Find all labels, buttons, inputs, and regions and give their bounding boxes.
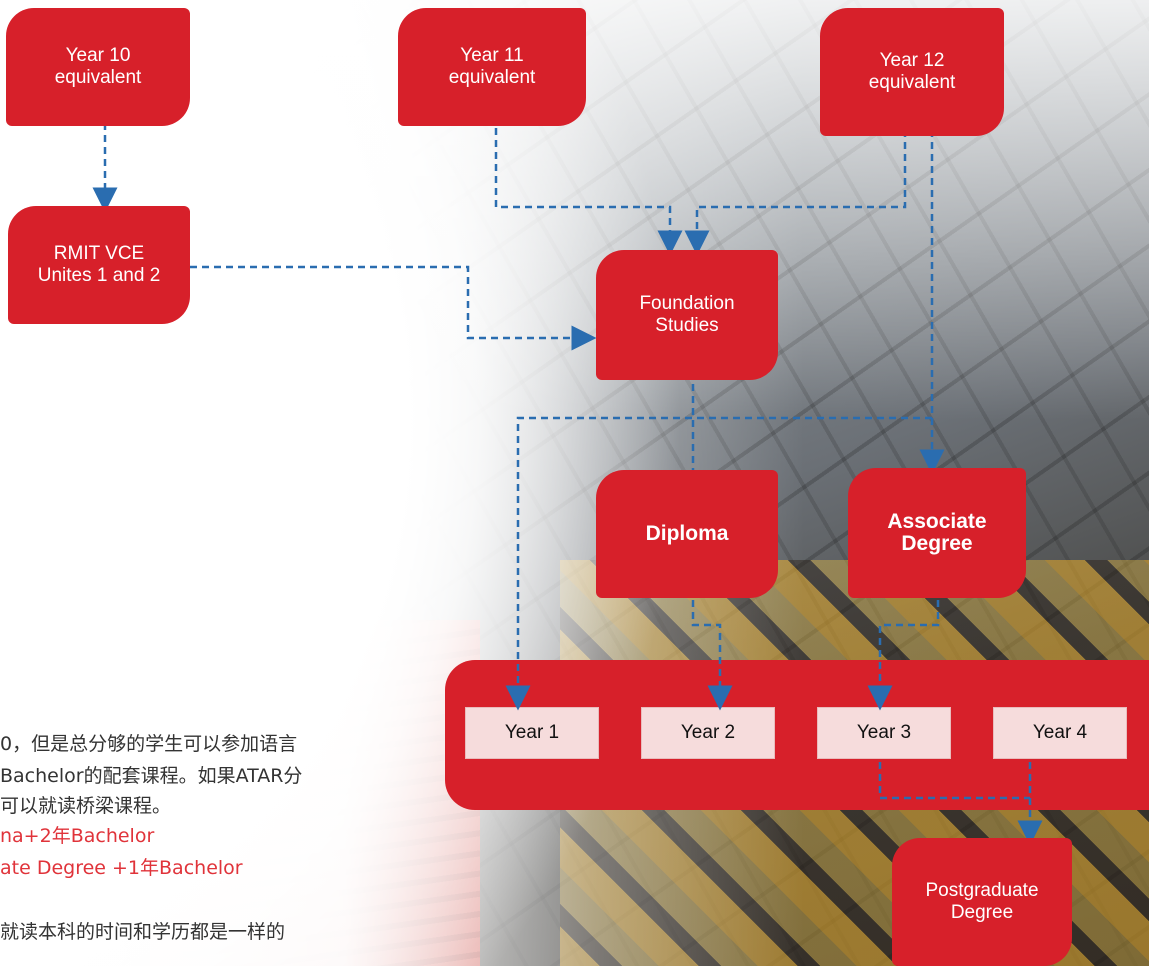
note-line-3: 可以就读桥梁课程。: [0, 795, 172, 817]
note-line-5: ate Degree +1年Bachelor: [0, 857, 243, 879]
arrow-year12-to-foundation: [684, 130, 907, 256]
year-11-sublabel: equivalent: [448, 67, 536, 88]
arrow-diploma-to-year2: [691, 600, 733, 711]
associate-label: Associate: [887, 510, 987, 533]
arrow-year3-to-postgrad: [878, 762, 1030, 800]
arrow-year11-to-foundation: [494, 128, 683, 256]
postgraduate-sublabel: Degree: [950, 902, 1014, 923]
note-line-6: 就读本科的时间和学历都是一样的: [0, 921, 286, 943]
rmit-vce-label: RMIT VCE: [53, 243, 145, 264]
year-4-cell: Year 4: [993, 707, 1127, 759]
year-12-sublabel: equivalent: [868, 72, 956, 93]
year-3-cell: Year 3: [817, 707, 951, 759]
year-1-cell: Year 1: [465, 707, 599, 759]
diploma-box: Diploma: [596, 470, 778, 598]
year-10-label: Year 10: [65, 45, 131, 66]
postgraduate-label: Postgraduate: [925, 880, 1039, 901]
arrow-foundation-to-year1: [505, 416, 932, 711]
year-10-sublabel: equivalent: [54, 67, 142, 88]
note-line-2: Bachelor的配套课程。如果ATAR分: [0, 765, 303, 787]
foundation-sublabel: Studies: [655, 315, 719, 336]
note-line-1: 0，但是总分够的学生可以参加语言: [0, 733, 298, 755]
associate-sublabel: Degree: [901, 532, 973, 555]
note-line-4: na+2年Bachelor: [0, 825, 155, 847]
arrow-associate-to-year3: [867, 600, 940, 711]
year-12-label: Year 12: [879, 50, 945, 71]
year-2-cell: Year 2: [641, 707, 775, 759]
foundation-label: Foundation: [639, 293, 735, 314]
arrow-vce-to-foundation: [190, 265, 597, 351]
rmit-vce-sublabel: Unites 1 and 2: [37, 265, 161, 286]
year-11-label: Year 11: [460, 45, 524, 66]
diploma-label: Diploma: [645, 522, 729, 545]
